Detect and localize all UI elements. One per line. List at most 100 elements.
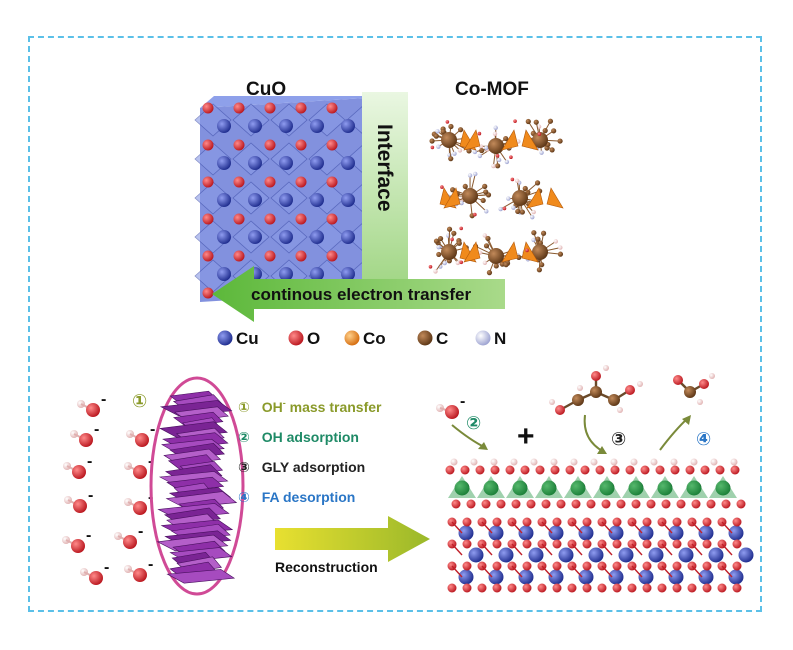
h-atom <box>570 458 578 466</box>
c-atom <box>525 118 531 125</box>
legend-co-label: Co <box>363 329 386 348</box>
o-atom <box>445 120 450 124</box>
bond <box>451 543 463 556</box>
c-cluster <box>441 132 457 148</box>
o-atom <box>462 517 472 527</box>
o-atom <box>702 561 712 571</box>
c-atom <box>515 208 521 215</box>
cu-atom <box>518 569 534 585</box>
o-atom <box>202 176 214 188</box>
co-atom <box>512 480 528 496</box>
o-atom <box>481 499 491 509</box>
bond <box>631 543 643 556</box>
cu-atom <box>648 547 664 563</box>
co-tetrahedron <box>501 129 519 151</box>
step-1-rest: mass transfer <box>286 399 382 415</box>
co-mof-structure <box>428 118 564 276</box>
o-atom <box>582 561 592 571</box>
step-1: ① OH- mass transfer <box>238 398 382 415</box>
step-list: ① OH- mass transfer ② OH adsorption ③ GL… <box>238 398 382 505</box>
o-atom <box>616 499 626 509</box>
arrow-gly-adsorption <box>583 414 605 453</box>
o-atom <box>627 583 637 593</box>
h-atom <box>697 399 703 405</box>
cu-atom <box>310 267 324 281</box>
legend-c-label: C <box>436 329 448 348</box>
cu-atom <box>279 156 293 170</box>
cu-atom <box>608 525 624 541</box>
n-atom <box>455 260 461 266</box>
c-cluster <box>441 244 457 260</box>
o-atom <box>233 102 245 114</box>
o-atom <box>440 185 444 189</box>
cu-atom <box>698 525 714 541</box>
molecules: - <box>436 365 715 419</box>
o-atom <box>685 465 695 475</box>
o-atom <box>706 499 716 509</box>
n-atom <box>536 124 542 129</box>
o-atom <box>537 583 547 593</box>
cu-atom <box>279 193 293 207</box>
cu-atom <box>310 119 324 133</box>
legend-c-swatch <box>417 330 433 346</box>
cu-atom <box>279 119 293 133</box>
o-atom <box>730 465 740 475</box>
bond <box>481 521 493 534</box>
o-atom <box>466 499 476 509</box>
arrow-head-4 <box>682 415 691 425</box>
c-cluster <box>532 244 548 260</box>
c-atom <box>446 226 453 232</box>
o-atom <box>717 583 727 593</box>
cu-atom <box>678 547 694 563</box>
bond <box>481 565 493 578</box>
o-atom <box>550 465 560 475</box>
legend-n-swatch <box>475 330 491 346</box>
c-atom <box>531 230 537 236</box>
legend-cu-swatch <box>217 330 233 346</box>
step-1-num: ① <box>238 399 250 415</box>
h-atom <box>630 458 638 466</box>
o-atom <box>462 539 472 549</box>
o-atom <box>492 517 502 527</box>
o-atom <box>612 517 622 527</box>
h-atom <box>603 365 609 371</box>
cu-atom <box>668 525 684 541</box>
o-atom <box>702 517 712 527</box>
h-atom <box>637 381 643 387</box>
electron-transfer-label: continous electron transfer <box>251 285 471 304</box>
c-atom <box>495 163 501 169</box>
o-atom <box>552 561 562 571</box>
o-atom <box>445 465 455 475</box>
c-atom <box>493 263 499 269</box>
o-atom <box>537 132 542 136</box>
cu-atom <box>578 525 594 541</box>
co-atom <box>483 480 499 496</box>
c-atom <box>485 235 491 242</box>
o-atom <box>631 499 641 509</box>
catalyst-ellipse <box>149 376 245 596</box>
o-atom <box>642 561 652 571</box>
o-atom <box>582 583 592 593</box>
c-atom <box>534 180 541 186</box>
bond <box>451 565 463 578</box>
o-atom <box>233 176 245 188</box>
c-atom <box>572 394 584 406</box>
n-atom <box>539 150 544 155</box>
c-atom <box>436 251 442 258</box>
h-atom <box>617 407 623 413</box>
legend-o-label: O <box>307 329 320 348</box>
cu-atom <box>738 547 754 563</box>
o-atom <box>133 568 147 582</box>
c-atom <box>503 135 509 142</box>
co-polyhedron <box>477 476 505 498</box>
bond <box>691 543 703 556</box>
cu-atom <box>698 569 714 585</box>
n-atom <box>436 144 441 149</box>
o-atom <box>595 465 605 475</box>
o-atom <box>233 213 245 225</box>
o-atom <box>326 139 338 151</box>
o-atom <box>541 499 551 509</box>
cu-atom <box>548 569 564 585</box>
o-atom <box>459 226 464 231</box>
c-atom <box>533 119 539 125</box>
